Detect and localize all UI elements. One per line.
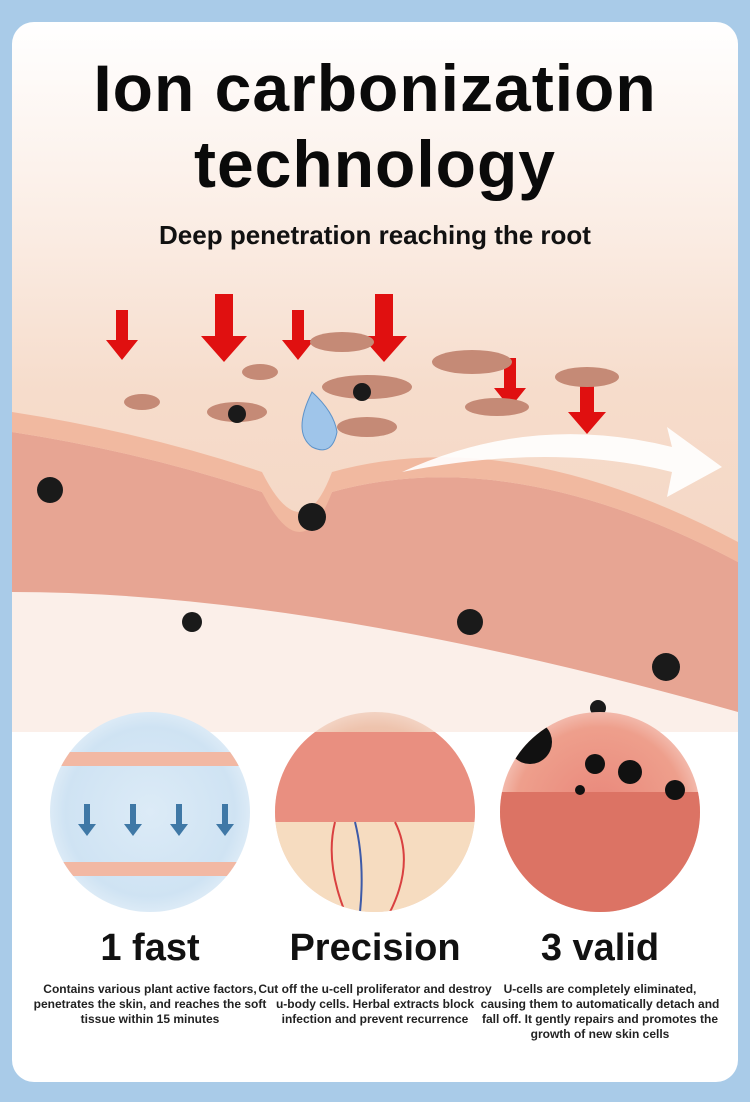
feature-heading: 1 fast <box>100 927 200 969</box>
feature-text: Contains various plant active factors, p… <box>33 982 267 1026</box>
subtitle: Deep penetration reaching the root <box>159 220 591 250</box>
feature-text: U-cells are completely eliminated, causi… <box>480 982 720 1041</box>
black-particles <box>37 383 680 716</box>
infographic-card: Ion carbonization technology Deep penetr… <box>12 22 738 1082</box>
white-arrow-icon <box>402 427 722 497</box>
water-drop-icon <box>301 391 338 451</box>
page-title: Ion carbonization technology <box>93 51 657 201</box>
feature-fast: 1 fast Contains various plant active fac… <box>30 927 270 1027</box>
skin-flakes <box>124 332 619 437</box>
skin-penetration-illustration <box>12 294 738 732</box>
feature-valid: 3 valid U-cells are completely eliminate… <box>480 927 720 1042</box>
skin-layer-surface <box>12 412 738 562</box>
feature-heading: 3 valid <box>540 927 660 969</box>
red-arrow-icon <box>494 358 526 408</box>
cell-arrows-icon <box>50 752 250 876</box>
red-arrow-icon <box>282 310 314 360</box>
valid-illustration <box>500 712 700 912</box>
feature-heading: Precision <box>289 927 461 969</box>
red-arrow-icon <box>106 310 138 360</box>
skin-cells-icon <box>275 732 475 912</box>
feature-precision: Precision Cut off the u-cell proliferato… <box>255 927 495 1027</box>
feature-text: Cut off the u-cell proliferator and dest… <box>258 982 492 1026</box>
red-arrows <box>106 294 606 434</box>
tissue-particles-icon <box>500 720 700 912</box>
red-arrow-icon <box>361 294 407 362</box>
red-arrow-icon <box>201 294 247 362</box>
fast-illustration <box>50 712 250 912</box>
red-arrow-icon <box>568 380 606 434</box>
precision-illustration <box>275 712 475 912</box>
